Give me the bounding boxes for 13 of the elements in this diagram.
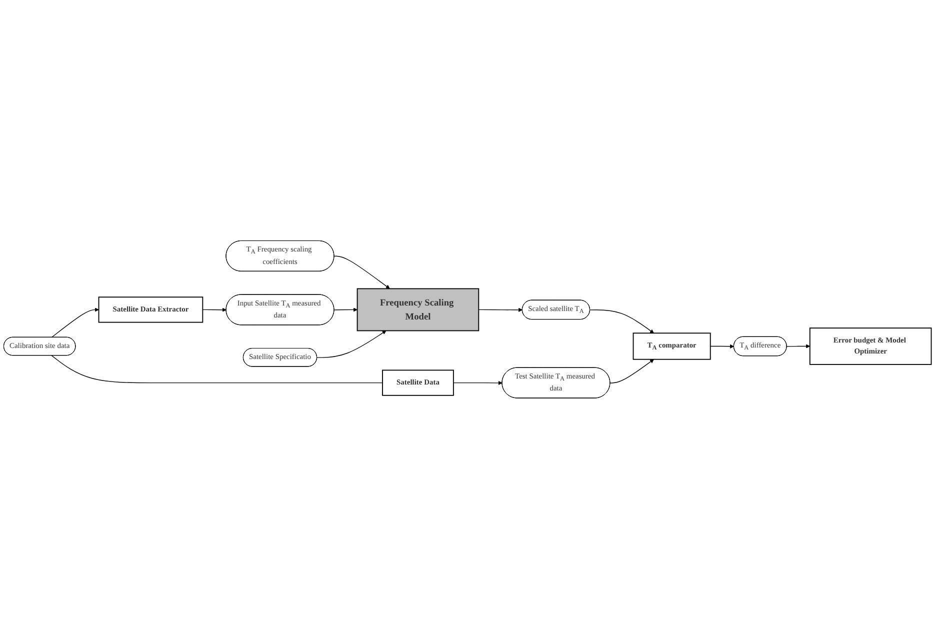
arrow [316, 330, 386, 358]
arrow [334, 307, 358, 312]
arrow [478, 307, 523, 312]
arrow [334, 255, 390, 288]
arrow [590, 309, 654, 333]
node-box: Frequency Scaling Model [356, 288, 480, 331]
arrow [51, 307, 99, 338]
arrow [610, 358, 654, 383]
arrow [786, 344, 810, 348]
arrow [710, 344, 734, 348]
connector [51, 354, 383, 383]
arrow [453, 380, 502, 385]
arrow [202, 307, 226, 312]
